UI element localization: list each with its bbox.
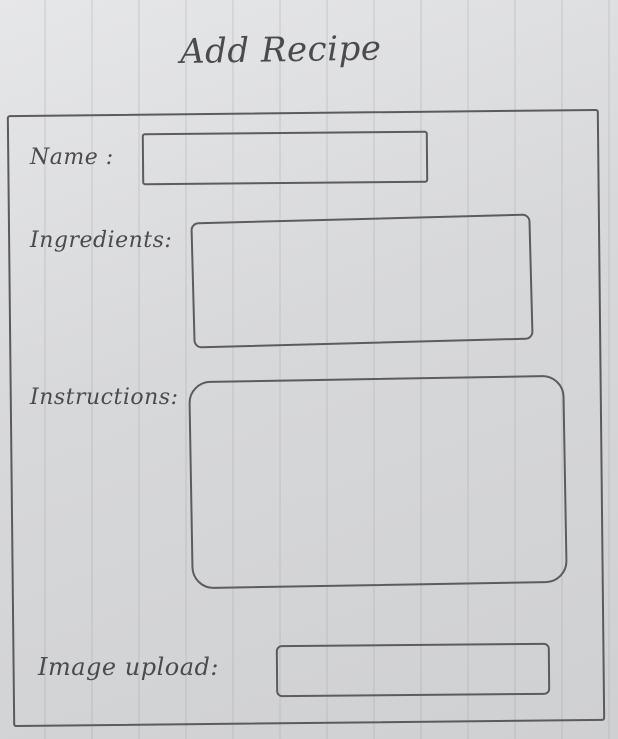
name-label: Name :: [30, 145, 114, 170]
image-upload-field[interactable]: [275, 642, 551, 698]
image-upload-label: Image upload:: [38, 653, 219, 681]
ingredients-textarea[interactable]: [190, 213, 534, 349]
name-input[interactable]: [141, 130, 429, 186]
page-title: Add Recipe: [179, 28, 382, 73]
ingredients-label: Ingredients:: [30, 228, 173, 253]
instructions-label: Instructions:: [30, 385, 179, 410]
instructions-textarea[interactable]: [188, 374, 568, 590]
